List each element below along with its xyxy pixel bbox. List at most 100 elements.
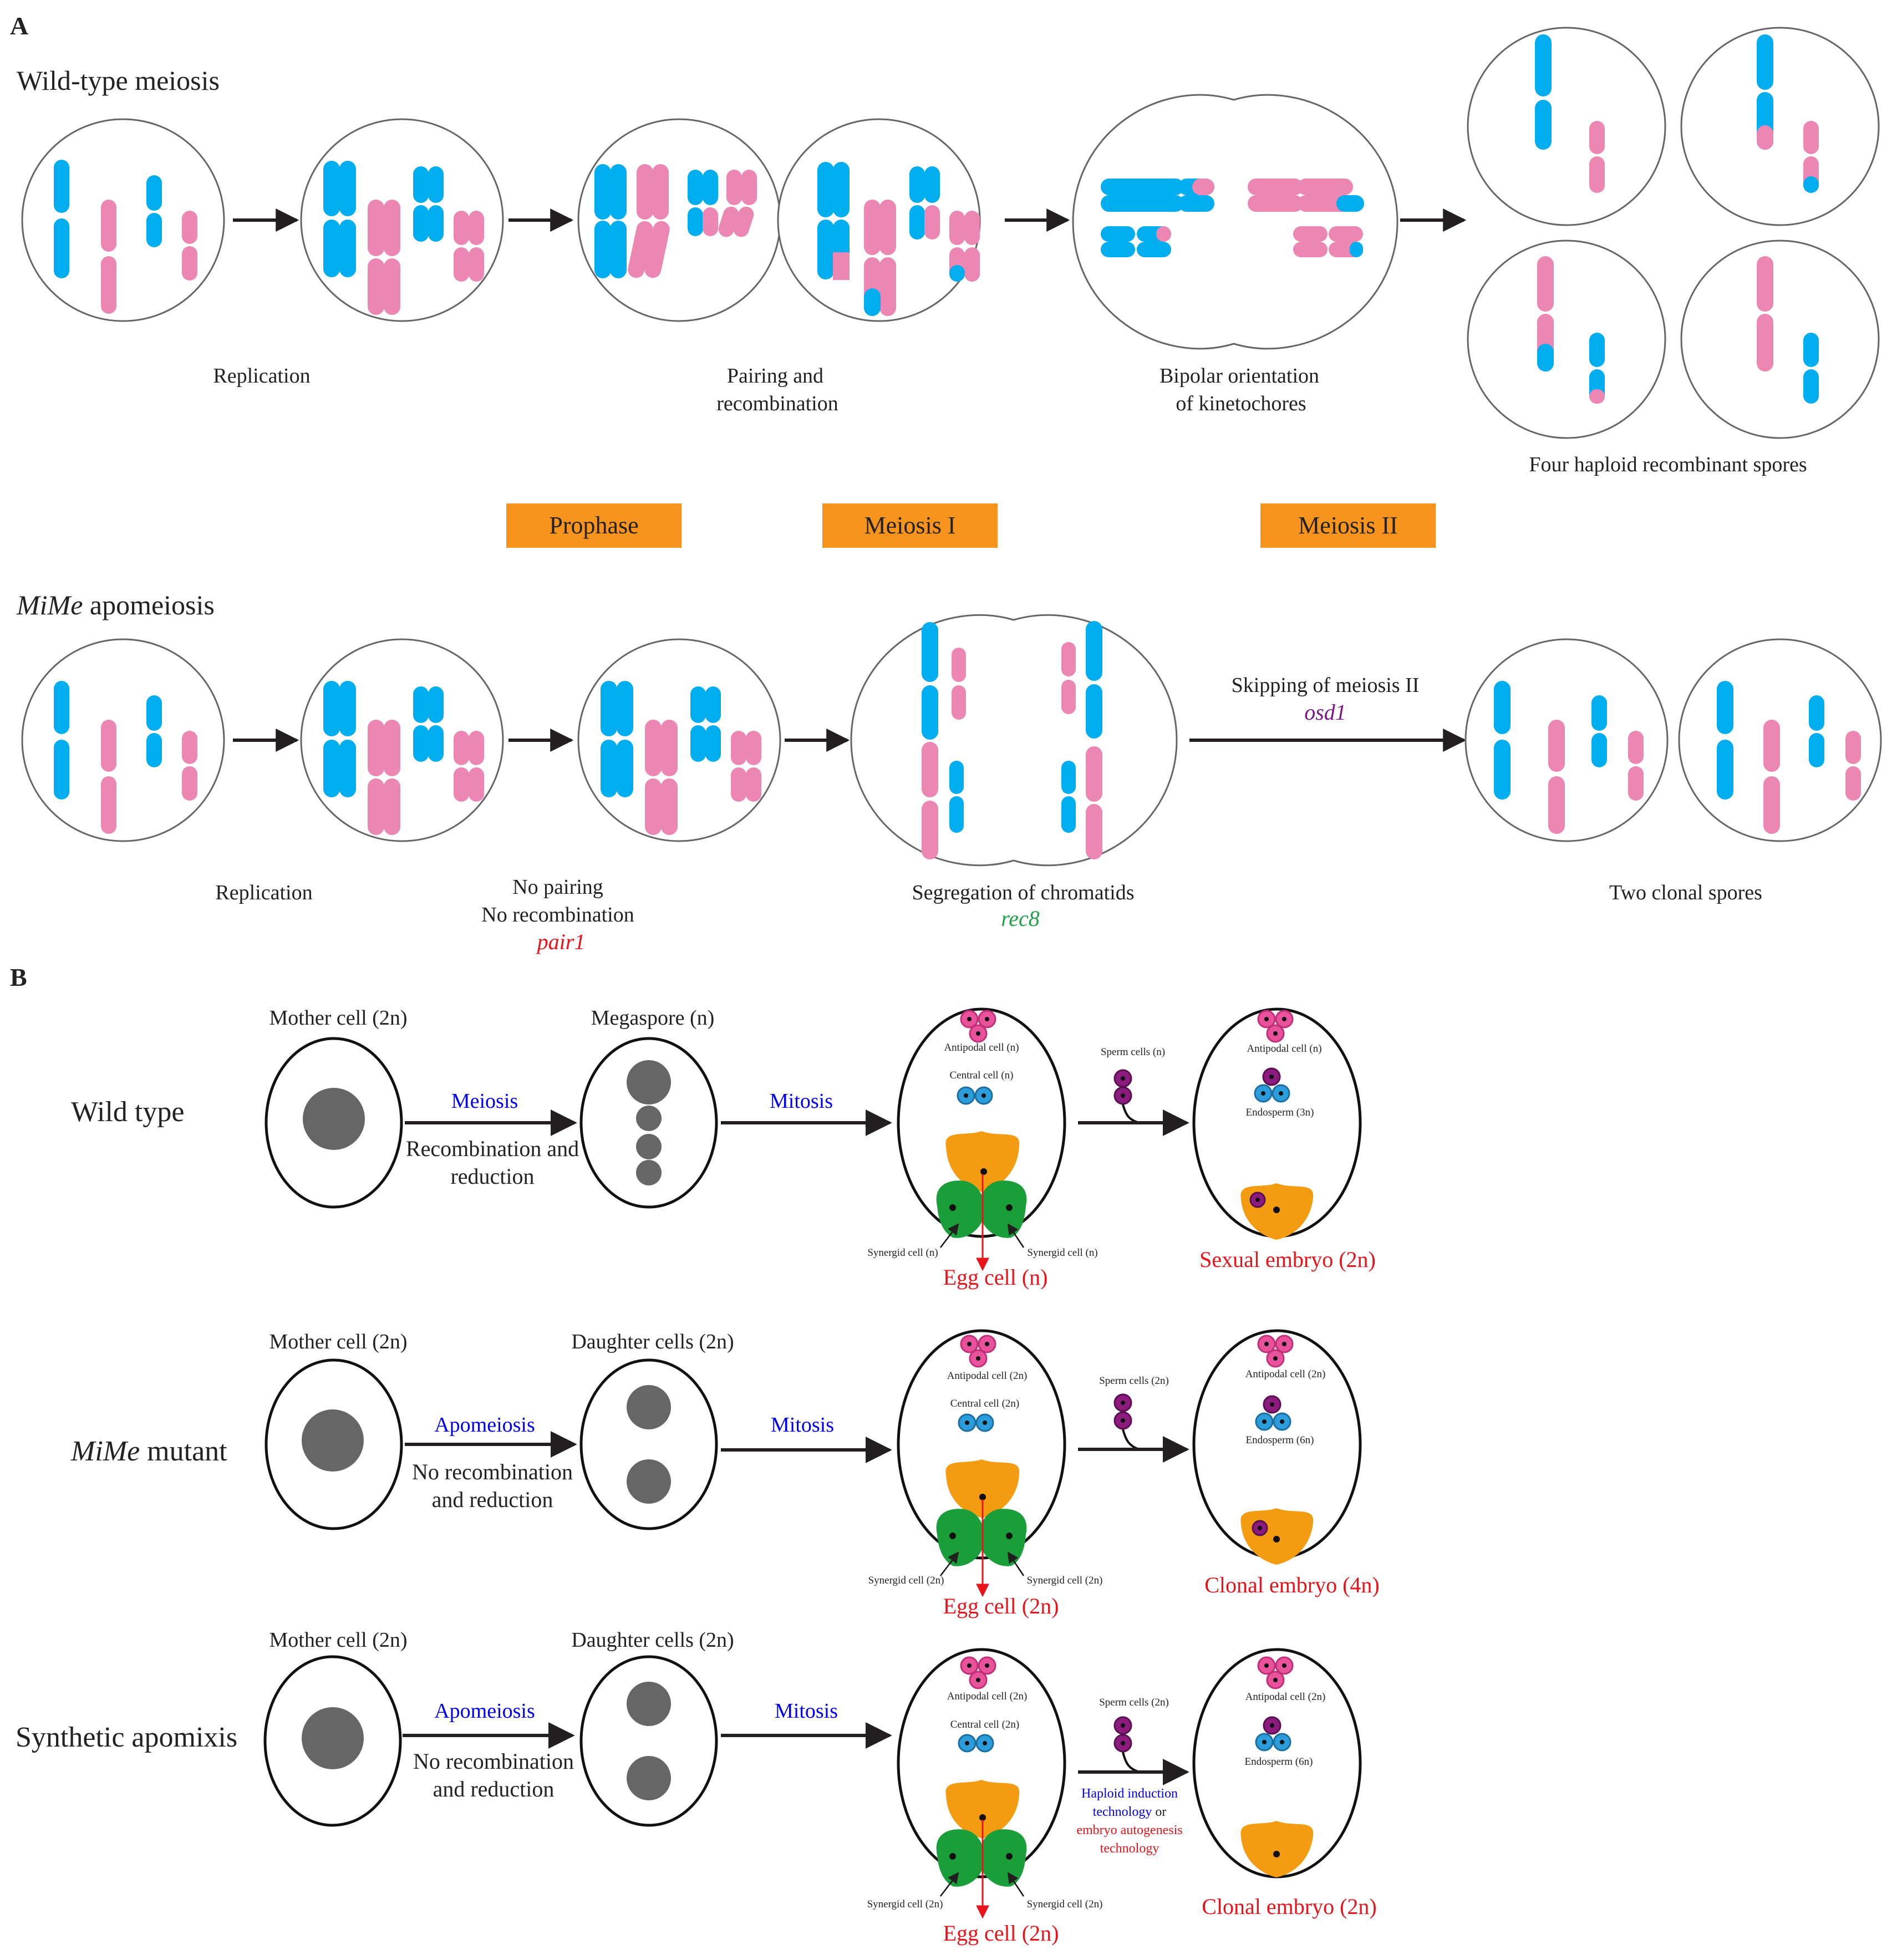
row-synthetic-apomixis: Synthetic apomixis Mother cell (2n) Apom…	[16, 1628, 1377, 1946]
process-label: Meiosis	[451, 1090, 518, 1113]
row-label: MiMe mutant	[70, 1435, 227, 1467]
process-label: Apomeiosis	[434, 1413, 535, 1437]
spore-4	[1680, 240, 1880, 439]
central-label: Central cell (2n)	[950, 1398, 1020, 1409]
mime-cell-dividing	[850, 614, 1178, 867]
second-cell-label: Daughter cells (2n)	[571, 1628, 734, 1652]
egg-label: Egg cell (n)	[943, 1265, 1048, 1290]
gene-rec8: rec8	[1001, 906, 1040, 931]
sperm-label: Sperm cells (2n)	[1099, 1375, 1169, 1387]
clonal-spore-2	[1678, 638, 1882, 842]
process-detail-1: No recombination	[412, 1459, 573, 1484]
nucleus	[636, 1160, 662, 1185]
wt-label-bipolar-2: of kinetochores	[1176, 392, 1306, 415]
central-cell	[957, 1086, 993, 1105]
wt-label-replication: Replication	[213, 364, 310, 388]
sperm-cells	[1113, 1069, 1140, 1124]
antipodal-after-label: Antipodal cell (2n)	[1245, 1368, 1326, 1380]
nucleus	[303, 1088, 365, 1150]
endosperm-label: Endosperm (6n)	[1246, 1434, 1314, 1446]
antipodal-cells	[960, 1010, 996, 1043]
egg-label: Egg cell (2n)	[943, 1594, 1059, 1618]
nucleus	[302, 1707, 364, 1769]
synergid-cell	[979, 1829, 1027, 1887]
spore-2	[1680, 27, 1880, 226]
pointer	[1007, 1551, 1025, 1576]
mime-apomeiosis-title: MiMe apomeiosis	[16, 589, 215, 620]
row-label: Wild type	[71, 1096, 184, 1128]
clonal-spore-1	[1464, 638, 1669, 842]
egg-nucleus	[980, 1168, 987, 1175]
central-label: Central cell (2n)	[950, 1719, 1020, 1730]
panel-b-letter: B	[10, 963, 27, 991]
synergid-label-right: Synergid cell (2n)	[1027, 1898, 1103, 1910]
mitosis-label: Mitosis	[775, 1699, 838, 1723]
wt-label-pairing-2: recombination	[716, 392, 838, 415]
sperm-label: Sperm cells (n)	[1101, 1046, 1165, 1058]
process-detail-2: reduction	[450, 1164, 534, 1189]
antipodal-cells	[1257, 1010, 1294, 1043]
second-cell-label: Daughter cells (2n)	[571, 1330, 734, 1353]
mime-cell-2	[300, 638, 504, 842]
egg-cell	[945, 1131, 1020, 1192]
mime-label-segregation: Segregation of chromatids	[912, 881, 1134, 904]
process-detail-1: No recombination	[413, 1749, 574, 1774]
endosperm-label: Endosperm (6n)	[1245, 1756, 1313, 1768]
row-label-rest: mutant	[140, 1435, 227, 1467]
synergid-label-left: Synergid cell (2n)	[868, 1575, 944, 1586]
mime-title-rest: apomeiosis	[83, 589, 214, 620]
stage-prophase-label: Prophase	[549, 512, 638, 539]
stage-meiosis-1-label: Meiosis I	[864, 512, 956, 539]
gene-osd1: osd1	[1304, 700, 1346, 725]
wt-cell-dividing	[1072, 94, 1398, 350]
sperm-label: Sperm cells (2n)	[1099, 1697, 1169, 1708]
wt-cell-4	[777, 118, 981, 322]
central-cell	[958, 1413, 994, 1432]
row-mime-mutant: MiMe mutant Mother cell (2n) Apomeiosis …	[70, 1329, 1380, 1618]
process-label: Apomeiosis	[434, 1699, 535, 1723]
pointer	[940, 1223, 959, 1248]
nucleus	[627, 1385, 671, 1429]
nucleus	[627, 1459, 671, 1504]
antipodal-label: Antipodal cell (2n)	[947, 1691, 1028, 1702]
chromosome	[817, 162, 980, 316]
wt-label-result: Four haploid recombinant spores	[1529, 453, 1807, 476]
mime-title-italic: MiMe	[16, 589, 83, 620]
endosperm-label: Endosperm (3n)	[1246, 1107, 1314, 1118]
mother-cell-label: Mother cell (2n)	[269, 1628, 407, 1652]
mime-cell-3	[577, 638, 781, 842]
embryo-sac	[897, 1007, 1066, 1238]
synergid-label-right: Synergid cell (n)	[1027, 1247, 1097, 1259]
chromosome	[323, 161, 484, 315]
nucleus	[627, 1756, 671, 1800]
panel-a-letter: A	[10, 12, 28, 40]
tech-label-3: embryo autogenesis	[1076, 1823, 1182, 1837]
endosperm	[1255, 1395, 1291, 1431]
antipodal-label: Antipodal cell (2n)	[947, 1370, 1028, 1382]
spore-3	[1467, 240, 1666, 439]
mitosis-label: Mitosis	[770, 1090, 833, 1113]
pointer	[940, 1872, 959, 1897]
embryo-label: Clonal embryo (2n)	[1202, 1894, 1377, 1919]
pointer	[1007, 1223, 1025, 1248]
egg-cell	[945, 1459, 1020, 1518]
embryo-label: Sexual embryo (2n)	[1199, 1247, 1376, 1272]
row-wild-type: Wild type Mother cell (2n) Meiosis Recom…	[71, 1006, 1376, 1290]
egg-nucleus	[979, 1494, 986, 1500]
daughter-cell	[579, 1655, 718, 1827]
row-label-italic: MiMe	[70, 1435, 140, 1467]
wt-label-bipolar-1: Bipolar orientation	[1159, 364, 1319, 388]
stage-meiosis-2-label: Meiosis II	[1298, 512, 1398, 539]
tech-label-2b: or	[1152, 1805, 1166, 1819]
embryo	[1240, 1821, 1314, 1877]
wt-cell-3	[577, 118, 781, 322]
embryo-label: Clonal embryo (4n)	[1204, 1572, 1380, 1597]
mime-label-replication: Replication	[215, 881, 312, 904]
endosperm	[1254, 1067, 1290, 1103]
daughter-cell	[579, 1358, 718, 1530]
embryo-sac	[897, 1648, 1066, 1878]
nucleus	[636, 1106, 662, 1131]
process-detail-1: Recombination and	[406, 1136, 579, 1161]
process-detail-2: and reduction	[433, 1776, 555, 1801]
stage-meiosis-2: Meiosis II	[1260, 503, 1436, 548]
